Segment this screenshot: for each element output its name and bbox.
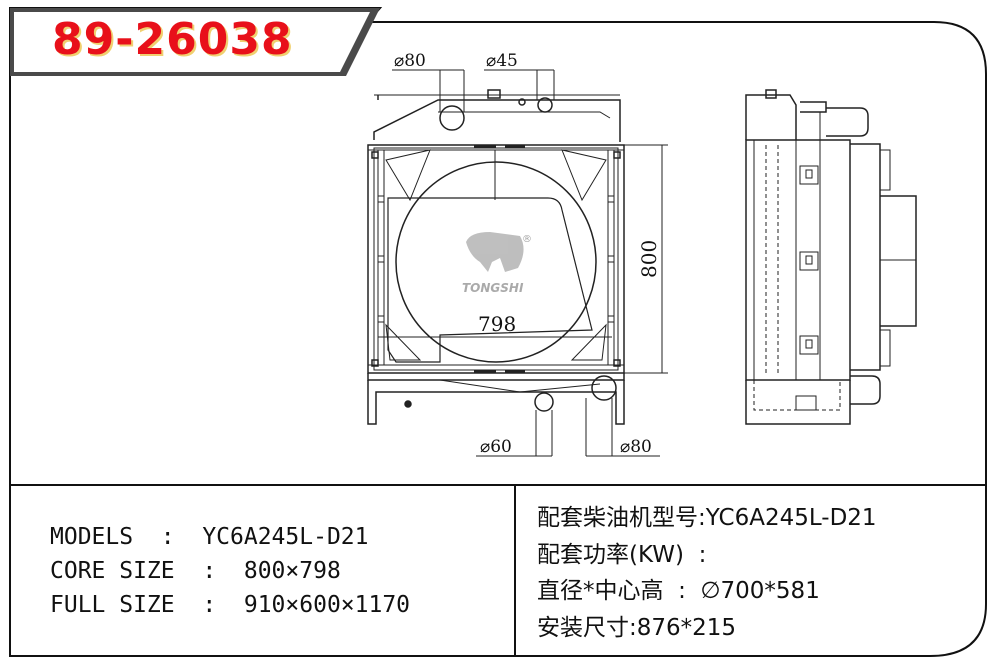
dim-width: 798 [478,312,516,336]
spec-engine-model: 配套柴油机型号:YC6A245L-D21 [537,505,877,531]
spec-full-size: FULL SIZE : 910×600×1170 [50,592,411,618]
header-tab-inner [14,12,370,72]
spec-models: MODELS : YC6A245L-D21 [50,524,369,550]
dim-bottom-left: ⌀60 [480,437,512,457]
dimension-lines [378,69,668,457]
dim-bottom-right: ⌀80 [620,437,652,457]
front-view [367,89,625,425]
watermark-brand: TONGSHI [462,281,524,295]
watermark-mark: ® [522,234,532,245]
part-number: 89-26038 [52,14,293,65]
spec-install: 安装尺寸:876*215 [537,615,737,641]
dim-height: 800 [637,240,661,278]
side-view [745,89,917,425]
dim-top-right: ⌀45 [486,51,518,71]
dim-top-left: ⌀80 [394,51,426,71]
spec-fan: 直径*中心高 : ∅700*581 [537,578,820,604]
sheet-border [9,7,987,657]
brand-logo: ® TONGSHI [462,232,532,295]
spec-core-size: CORE SIZE : 800×798 [50,558,341,584]
spec-power: 配套功率(KW) : [537,542,707,568]
